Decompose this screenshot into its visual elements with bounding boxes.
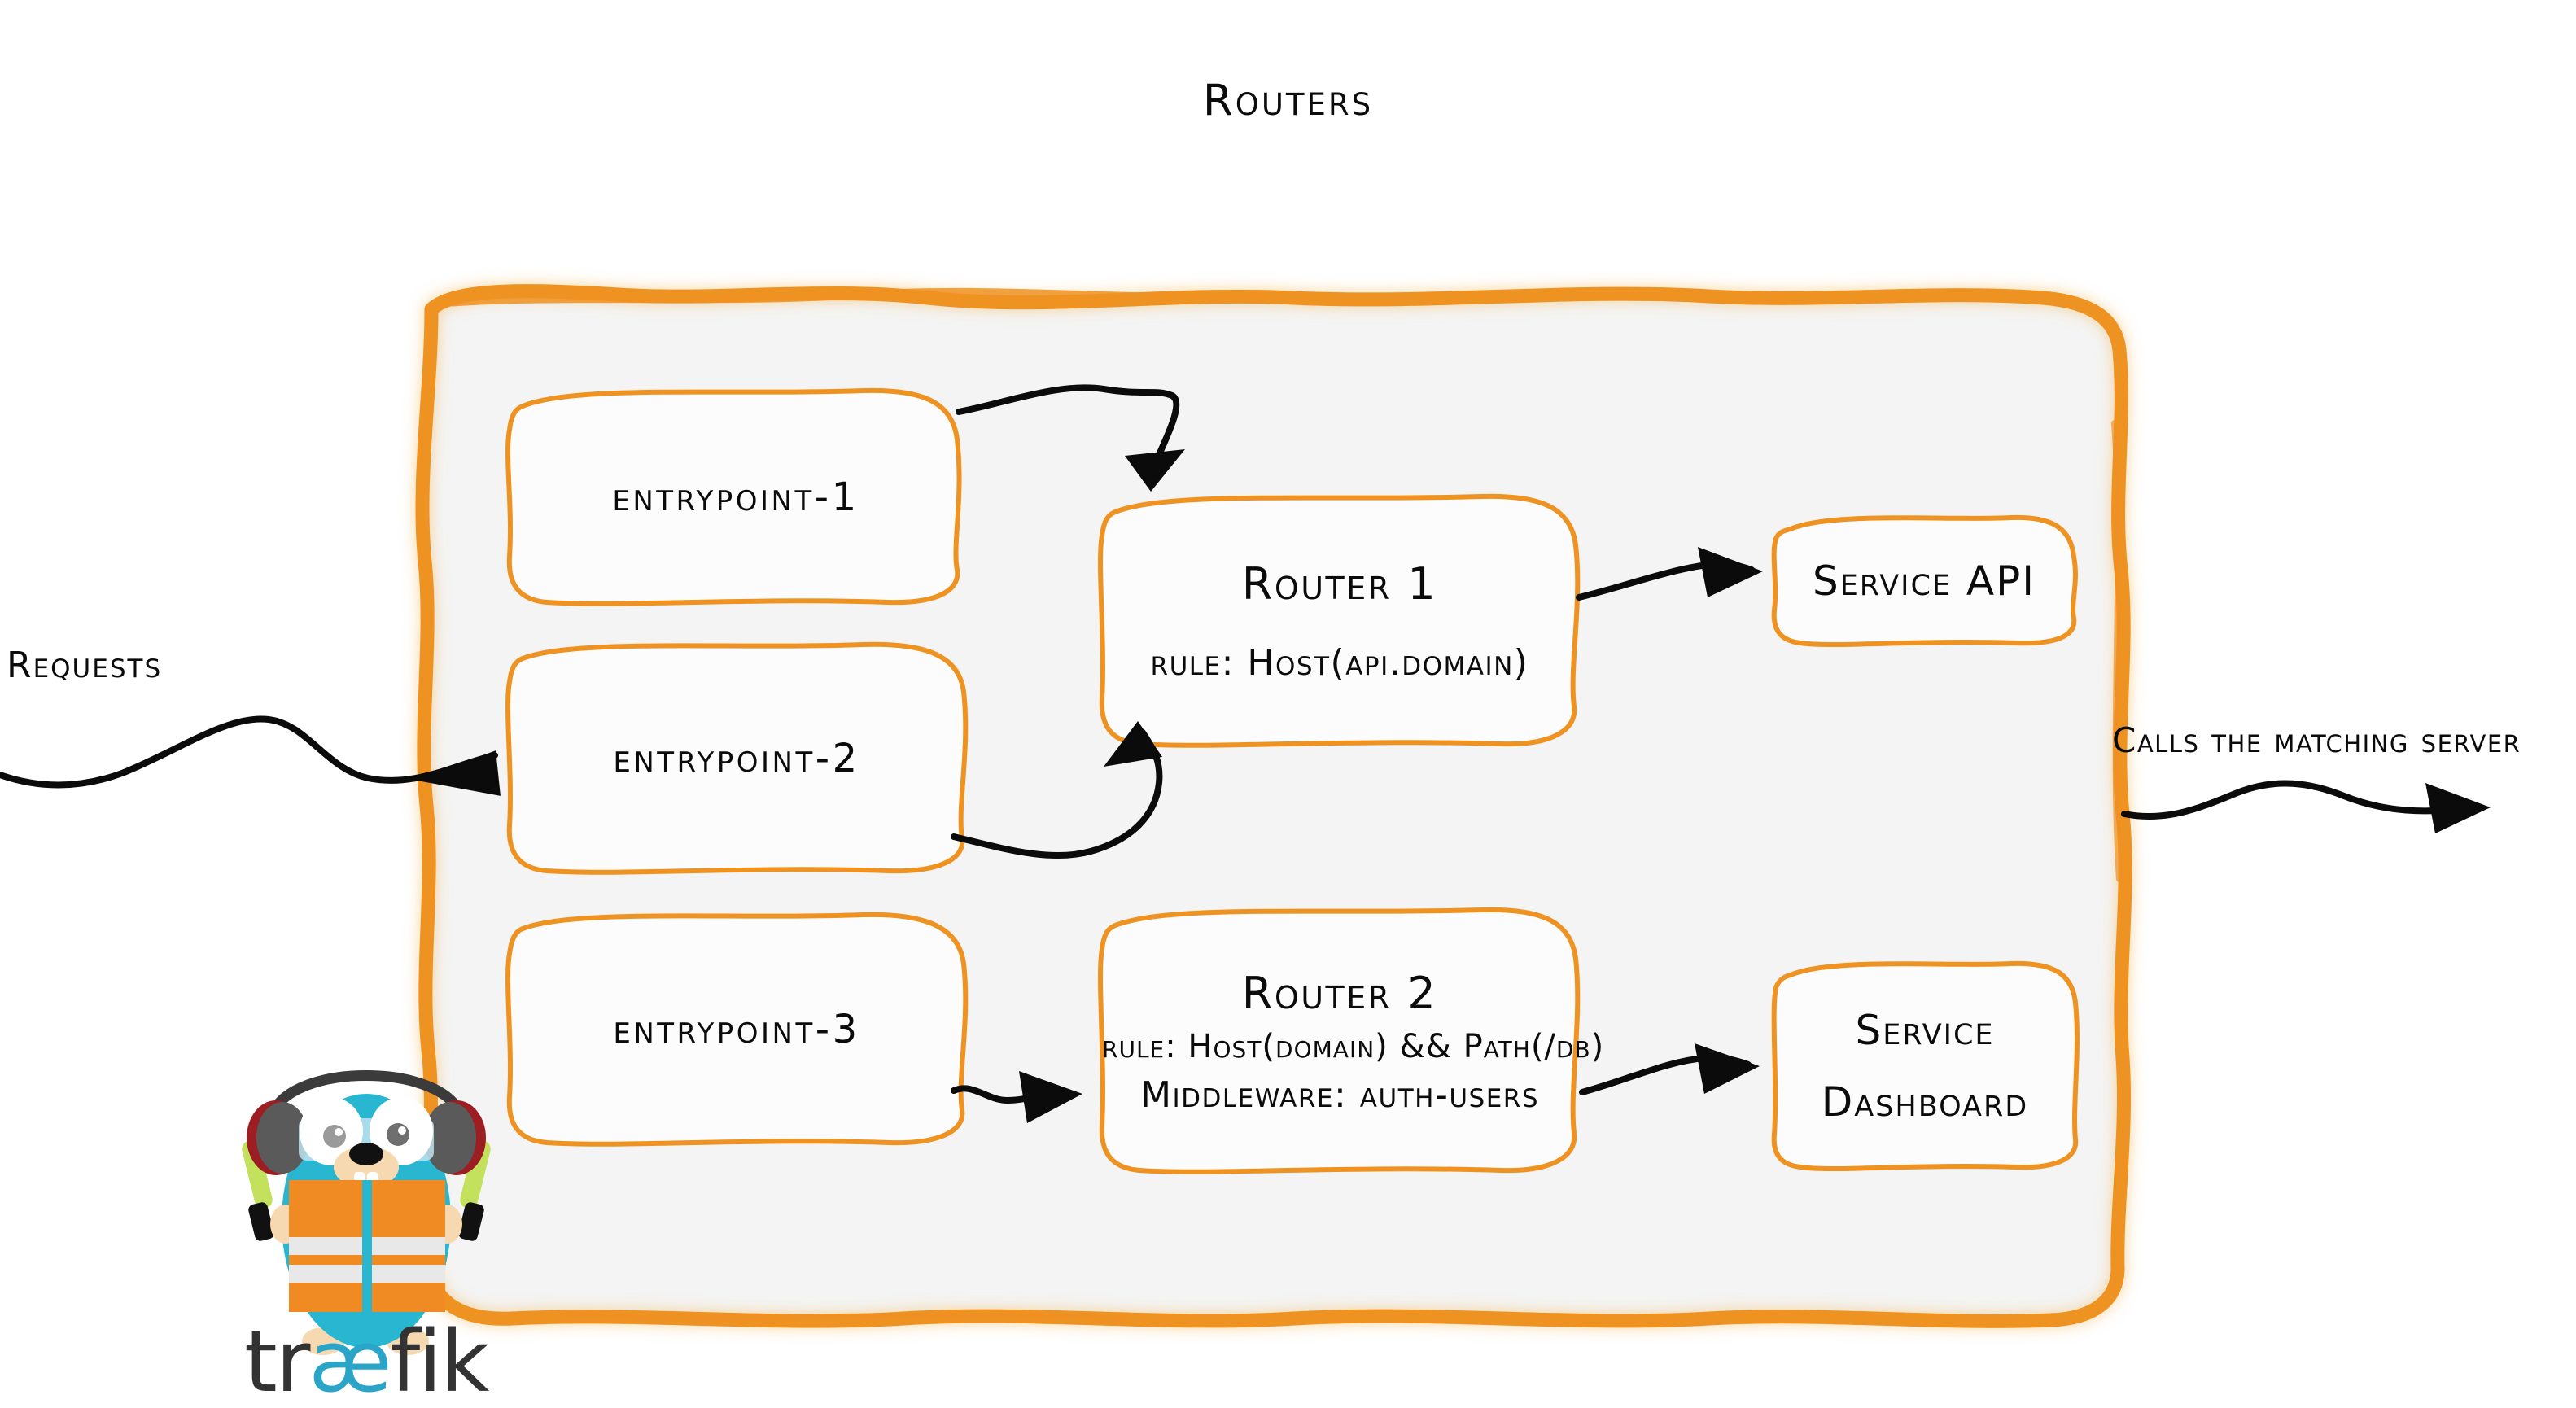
router-2-title: Router 2 (1241, 967, 1438, 1019)
arrow-requests-to-panel (0, 715, 498, 789)
entrypoint-3-label: entrypoint-3 (613, 1006, 860, 1052)
service-dashboard-box[interactable] (1771, 960, 2080, 1171)
matching-server-caption: Calls the matching server (2112, 720, 2521, 760)
arrowhead-ep1 (1125, 449, 1185, 492)
page-title: Routers (1202, 76, 1374, 125)
arrowhead-server (2425, 783, 2491, 833)
safety-vest (289, 1180, 445, 1312)
router-2-middleware: Middleware: auth-users (1140, 1074, 1539, 1117)
headphone-band (265, 1070, 467, 1124)
arrow-entrypoint2-to-router1 (951, 729, 1163, 859)
router-1-box[interactable] (1098, 493, 1581, 748)
service-api-content: Service API (1774, 519, 2074, 643)
arrow-panel-to-server (2121, 780, 2478, 820)
router-2-content: Router 2 rule: Host(domain) && Path(/db)… (1102, 915, 1605, 1170)
arrow-entrypoint1-to-router1 (956, 384, 1180, 469)
arrowhead-router1 (1698, 547, 1763, 597)
wordmark-part-2: fik (390, 1312, 490, 1408)
router-2-box[interactable] (1098, 907, 1581, 1174)
arrowhead-ep2 (1104, 721, 1162, 767)
service-dashboard-content: Service Dashboard (1774, 965, 2075, 1167)
traefik-wordmark: træfik (244, 1312, 490, 1408)
service-api-box[interactable] (1771, 514, 2078, 647)
headphone-ear-right (424, 1100, 486, 1175)
entrypoint-2-label: entrypoint-2 (613, 735, 860, 781)
marshalling-wand-left (242, 1139, 274, 1241)
requests-caption: Requests (7, 645, 163, 686)
router-2-rule: rule: Host(domain) && Path(/db) (1102, 1028, 1605, 1066)
gopher-eyes (300, 1097, 433, 1165)
service-api-label: Service API (1812, 557, 2036, 605)
entrypoint-1-box[interactable] (505, 387, 962, 606)
wordmark-part-1: tr (244, 1312, 311, 1408)
service-dashboard-label-1: Service (1855, 1006, 1995, 1054)
headphone-ear-left (247, 1100, 308, 1175)
entrypoint-1-label-wrap: entrypoint-1 (510, 391, 962, 604)
router-1-title: Router 1 (1241, 558, 1438, 610)
service-dashboard-label-2: Dashboard (1821, 1078, 2029, 1126)
entrypoint-3-box[interactable] (505, 912, 969, 1147)
router-1-content: Router 1 rule: Host(api.domain) (1102, 500, 1577, 744)
entrypoint-1-label: entrypoint-1 (612, 474, 859, 520)
entrypoint-3-label-wrap: entrypoint-3 (510, 915, 964, 1144)
router-1-rule: rule: Host(api.domain) (1150, 642, 1529, 684)
traefik-gopher-mascot (242, 1070, 491, 1355)
entrypoint-2-box[interactable] (505, 641, 969, 875)
arrowhead-requests (415, 750, 501, 796)
wordmark-ae-ligature: æ (308, 1312, 392, 1408)
marshalling-wand-right (458, 1139, 491, 1241)
entrypoint-2-label-wrap: entrypoint-2 (510, 645, 964, 872)
arrowhead-ep3 (1019, 1071, 1082, 1123)
arrow-heads (415, 449, 2491, 1123)
arrowhead-router2 (1695, 1043, 1760, 1094)
